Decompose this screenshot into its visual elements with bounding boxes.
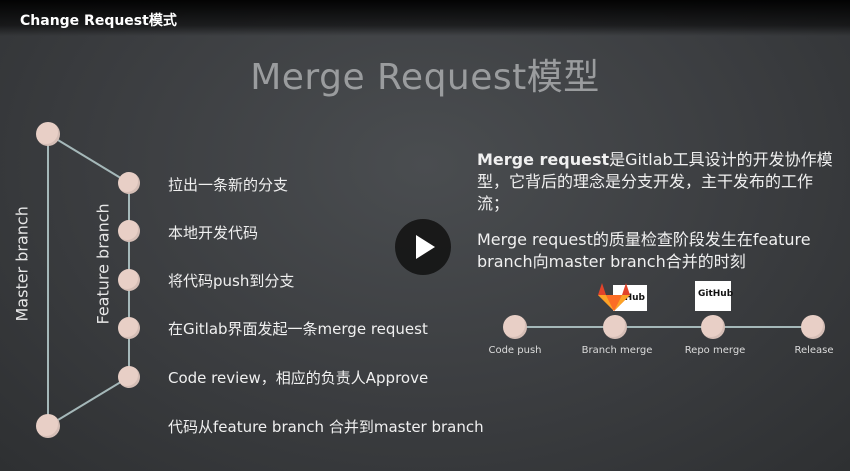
pipeline-label: Branch merge	[581, 345, 653, 356]
feature-node-4	[118, 317, 140, 339]
step-text: 将代码push到分支	[168, 272, 295, 290]
pipeline-node-branch-merge	[603, 315, 627, 339]
feature-branch-label: Feature branch	[93, 203, 113, 325]
play-icon	[416, 235, 435, 259]
description-bold: Merge request	[477, 150, 610, 169]
feature-node-3	[118, 269, 140, 291]
video-title: Change Request模式	[0, 0, 850, 36]
feature-node-5	[118, 366, 140, 388]
master-node-start	[36, 122, 60, 146]
pipeline-label: Repo merge	[684, 345, 746, 356]
pipeline-node-repo-merge	[701, 315, 725, 339]
play-button[interactable]	[395, 219, 451, 275]
description-quality-check: Merge request的质量检查阶段发生在feature branch向ma…	[477, 230, 811, 271]
master-node-end	[36, 414, 60, 438]
pipeline-label: Release	[794, 345, 834, 356]
step-text: 在Gitlab界面发起一条merge request	[168, 320, 428, 338]
slide-title: Merge Request模型	[250, 57, 600, 98]
pipeline-node-release	[801, 315, 825, 339]
gitlab-logo-text: Hub	[624, 293, 645, 303]
feature-node-1	[118, 172, 140, 194]
description-merge-request: Merge request是Gitlab工具设计的开发协作模型，它背后的理念是分…	[477, 149, 837, 215]
pipeline-label: Code push	[488, 345, 542, 356]
merge-back-line	[47, 376, 130, 427]
description-rest: 是Gitlab工具设计的开发协作模型，它背后的理念是分支开发，主干发布的工作流；	[477, 150, 833, 213]
step-text: 代码从feature branch 合并到master branch	[168, 418, 484, 436]
gitlab-fox-icon	[598, 283, 630, 311]
github-logo: GitHub	[695, 281, 734, 311]
step-text: Code review，相应的负责人Approve	[168, 369, 429, 387]
step-text: 拉出一条新的分支	[168, 176, 289, 194]
step-text: 本地开发代码	[168, 224, 259, 242]
feature-node-2	[118, 220, 140, 242]
pipeline-node-code-push	[503, 315, 527, 339]
master-branch-label: Master branch	[12, 206, 32, 322]
github-logo-text: GitHub	[698, 289, 734, 299]
branch-out-line	[47, 133, 130, 184]
